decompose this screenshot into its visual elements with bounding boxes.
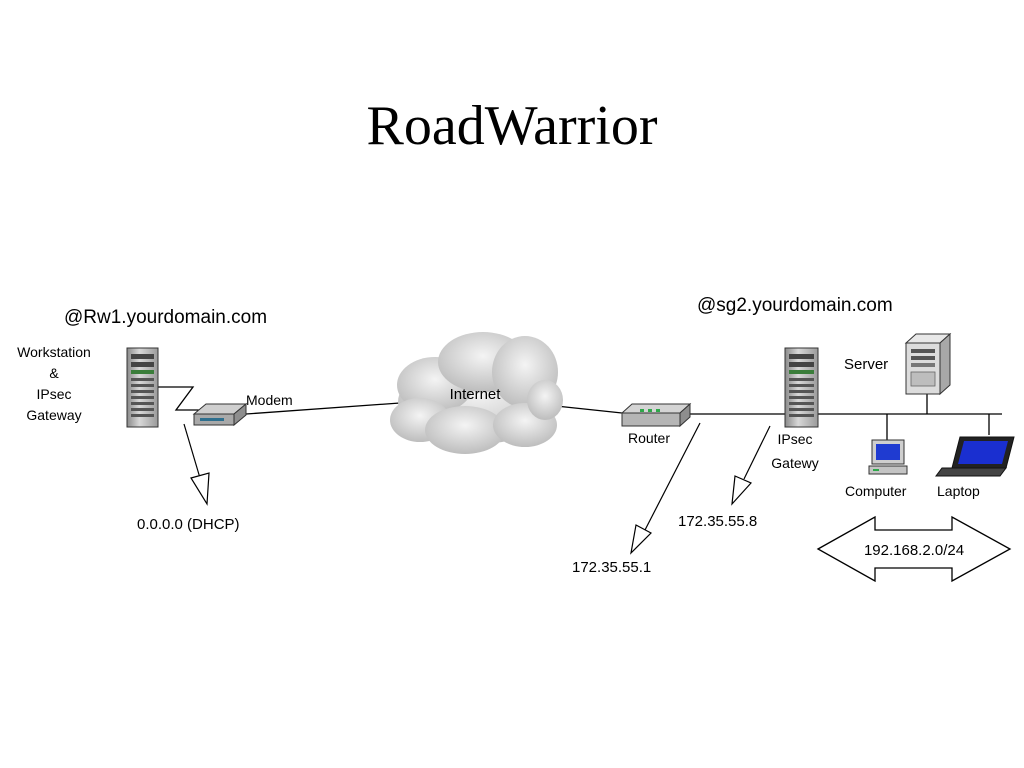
connections: [158, 386, 1002, 440]
router-address-label: 172.35.55.1: [572, 559, 651, 576]
workstation-label-line3: IPsec: [36, 386, 71, 402]
lan-subnet-label: 192.168.2.0/24: [864, 542, 964, 559]
sg-domain-label: @sg2.yourdomain.com: [697, 295, 893, 316]
page-title: RoadWarrior: [366, 95, 658, 157]
laptop-label: Laptop: [937, 483, 980, 499]
workstation-label-line1: Workstation: [17, 344, 91, 360]
router-label: Router: [628, 430, 670, 446]
address-arrows: [183, 422, 771, 555]
laptop-icon: [935, 436, 1015, 477]
router-addr-arrow-shaft: [644, 422, 701, 531]
rw-domain-label: @Rw1.yourdomain.com: [64, 307, 267, 328]
dhcp-arrow-head: [190, 472, 210, 506]
workstation-icon: [126, 347, 159, 428]
router-addr-arrow-head: [630, 524, 652, 555]
gateway-addr-arrow-shaft: [743, 425, 771, 480]
desktop-computer-icon: [868, 439, 908, 475]
server-icon: [904, 332, 952, 396]
modem-internet-link: [245, 402, 401, 415]
internet-router-link: [555, 405, 623, 414]
cloud-icon: [390, 332, 563, 454]
modem-label: Modem: [246, 392, 293, 408]
modem-icon: [192, 402, 248, 427]
ipsec-gateway-icon: [784, 347, 819, 428]
ipsec-gateway-label-line1: IPsec: [777, 431, 812, 447]
server-label: Server: [844, 356, 888, 373]
gateway-address-label: 172.35.55.8: [678, 513, 757, 530]
ipsec-gateway-label-line2: Gatewy: [771, 455, 818, 471]
computer-label: Computer: [845, 483, 907, 499]
gateway-addr-arrow-head: [731, 475, 753, 506]
workstation-label-line2: &: [49, 365, 59, 381]
workstation-label-line4: Gateway: [26, 407, 81, 423]
dhcp-address-label: 0.0.0.0 (DHCP): [137, 516, 240, 533]
dhcp-arrow-shaft: [183, 423, 201, 479]
internet-label: Internet: [450, 386, 502, 403]
lan-double-arrow: [816, 515, 1012, 583]
router-icon: [620, 402, 692, 428]
workstation-modem-link: [158, 386, 202, 411]
